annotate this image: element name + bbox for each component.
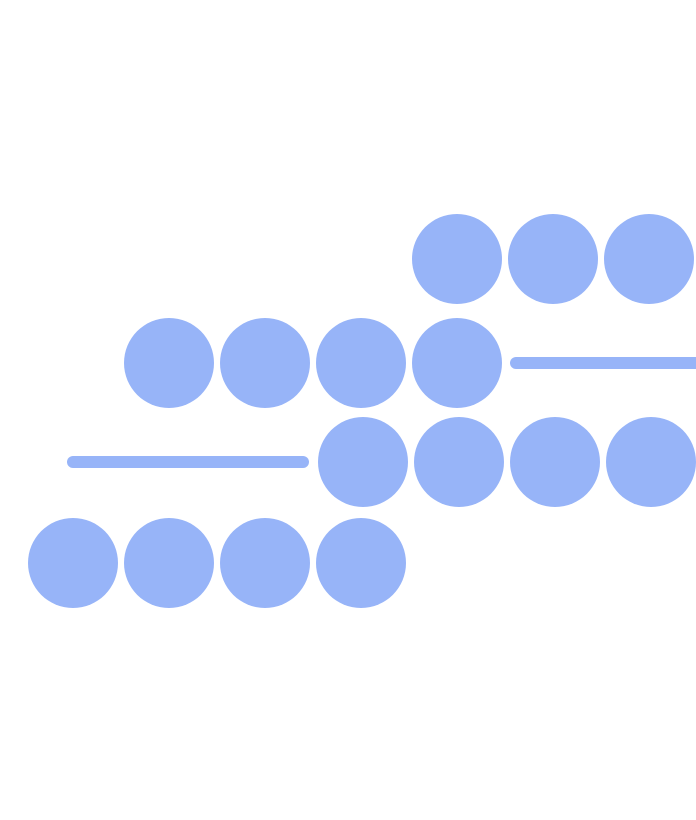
row-3-bar (67, 456, 309, 468)
row-2-dot-4 (412, 318, 502, 408)
row-2-dot-2 (220, 318, 310, 408)
row-4-dot-1 (28, 518, 118, 608)
row-2-dot-3 (316, 318, 406, 408)
row-2-dot-1 (124, 318, 214, 408)
row-3-dot-1 (318, 417, 408, 507)
row-4-dot-2 (124, 518, 214, 608)
row-1-dot-1 (412, 214, 502, 304)
row-3-dot-4 (606, 417, 696, 507)
row-1-dot-3 (604, 214, 694, 304)
row-3-dot-2 (414, 417, 504, 507)
row-3-dot-3 (510, 417, 600, 507)
row-4-dot-3 (220, 518, 310, 608)
row-2-bar (510, 357, 696, 369)
row-4-dot-4 (316, 518, 406, 608)
row-1-dot-2 (508, 214, 598, 304)
